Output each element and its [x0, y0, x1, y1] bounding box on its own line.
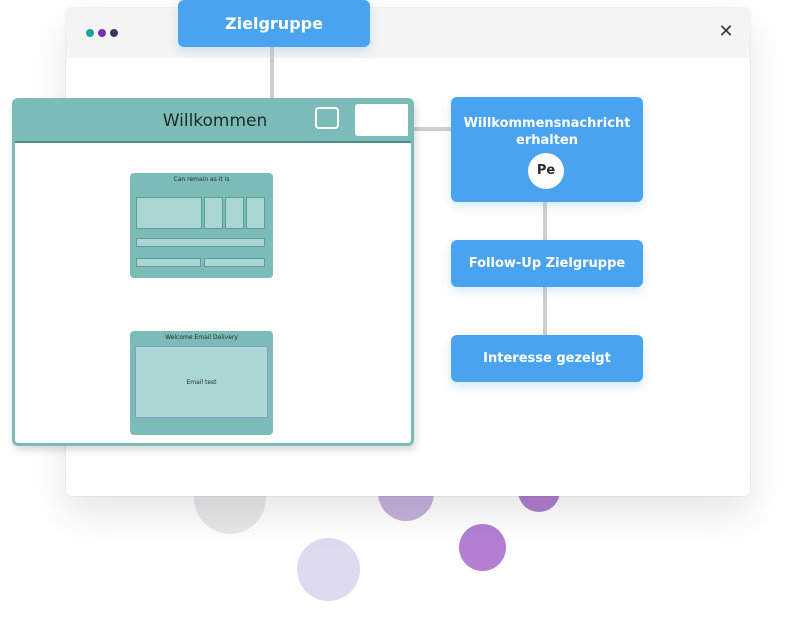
panel-title: Willkommen	[162, 111, 268, 131]
thumbnail-block	[136, 197, 202, 229]
thumbnail-block	[204, 258, 265, 267]
window-dot	[86, 29, 94, 37]
avatar-badge: Pe	[528, 153, 564, 189]
flow-node-label: Willkommensnachricht erhalten	[463, 116, 631, 148]
flow-node-follow-up[interactable]: Follow-Up Zielgruppe	[451, 240, 643, 287]
welcome-panel: Willkommen Can remain as it is Welcome E…	[12, 98, 414, 446]
decorative-bubble	[459, 524, 506, 571]
thumbnail-body-label: Email test	[186, 379, 217, 386]
thumbnail-block	[204, 197, 223, 229]
flow-node-label: Follow-Up Zielgruppe	[468, 256, 626, 271]
flow-node-label: Interesse gezeigt	[483, 351, 611, 366]
decorative-bubble	[297, 538, 360, 601]
thumbnail-title: Welcome Email Delivery	[165, 334, 238, 341]
window-dot	[98, 29, 106, 37]
thumbnail-title: Can remain as it is	[173, 176, 230, 183]
window-icon[interactable]	[315, 107, 339, 129]
close-icon[interactable]: ✕	[718, 21, 734, 42]
flow-node-zielgruppe[interactable]: Zielgruppe	[178, 0, 370, 47]
template-thumbnail[interactable]: Can remain as it is	[130, 173, 273, 278]
connector-line	[543, 287, 547, 335]
flow-node-label: Zielgruppe	[225, 14, 323, 33]
panel-header: Willkommen	[15, 101, 411, 143]
connector-line	[270, 47, 274, 99]
window-titlebar: ✕	[66, 8, 750, 58]
connector-line	[543, 202, 547, 240]
thumbnail-block	[136, 258, 201, 267]
thumbnail-block	[136, 238, 265, 247]
window-dot	[110, 29, 118, 37]
thumbnail-block	[135, 346, 268, 418]
thumbnail-block	[225, 197, 244, 229]
flow-node-interest[interactable]: Interesse gezeigt	[451, 335, 643, 382]
panel-tab[interactable]	[355, 104, 408, 136]
flow-node-welcome-message[interactable]: Willkommensnachricht erhalten Pe	[451, 97, 643, 202]
connector-line	[414, 127, 451, 131]
thumbnail-block	[246, 197, 265, 229]
template-thumbnail[interactable]: Welcome Email Delivery Email test	[130, 331, 273, 435]
